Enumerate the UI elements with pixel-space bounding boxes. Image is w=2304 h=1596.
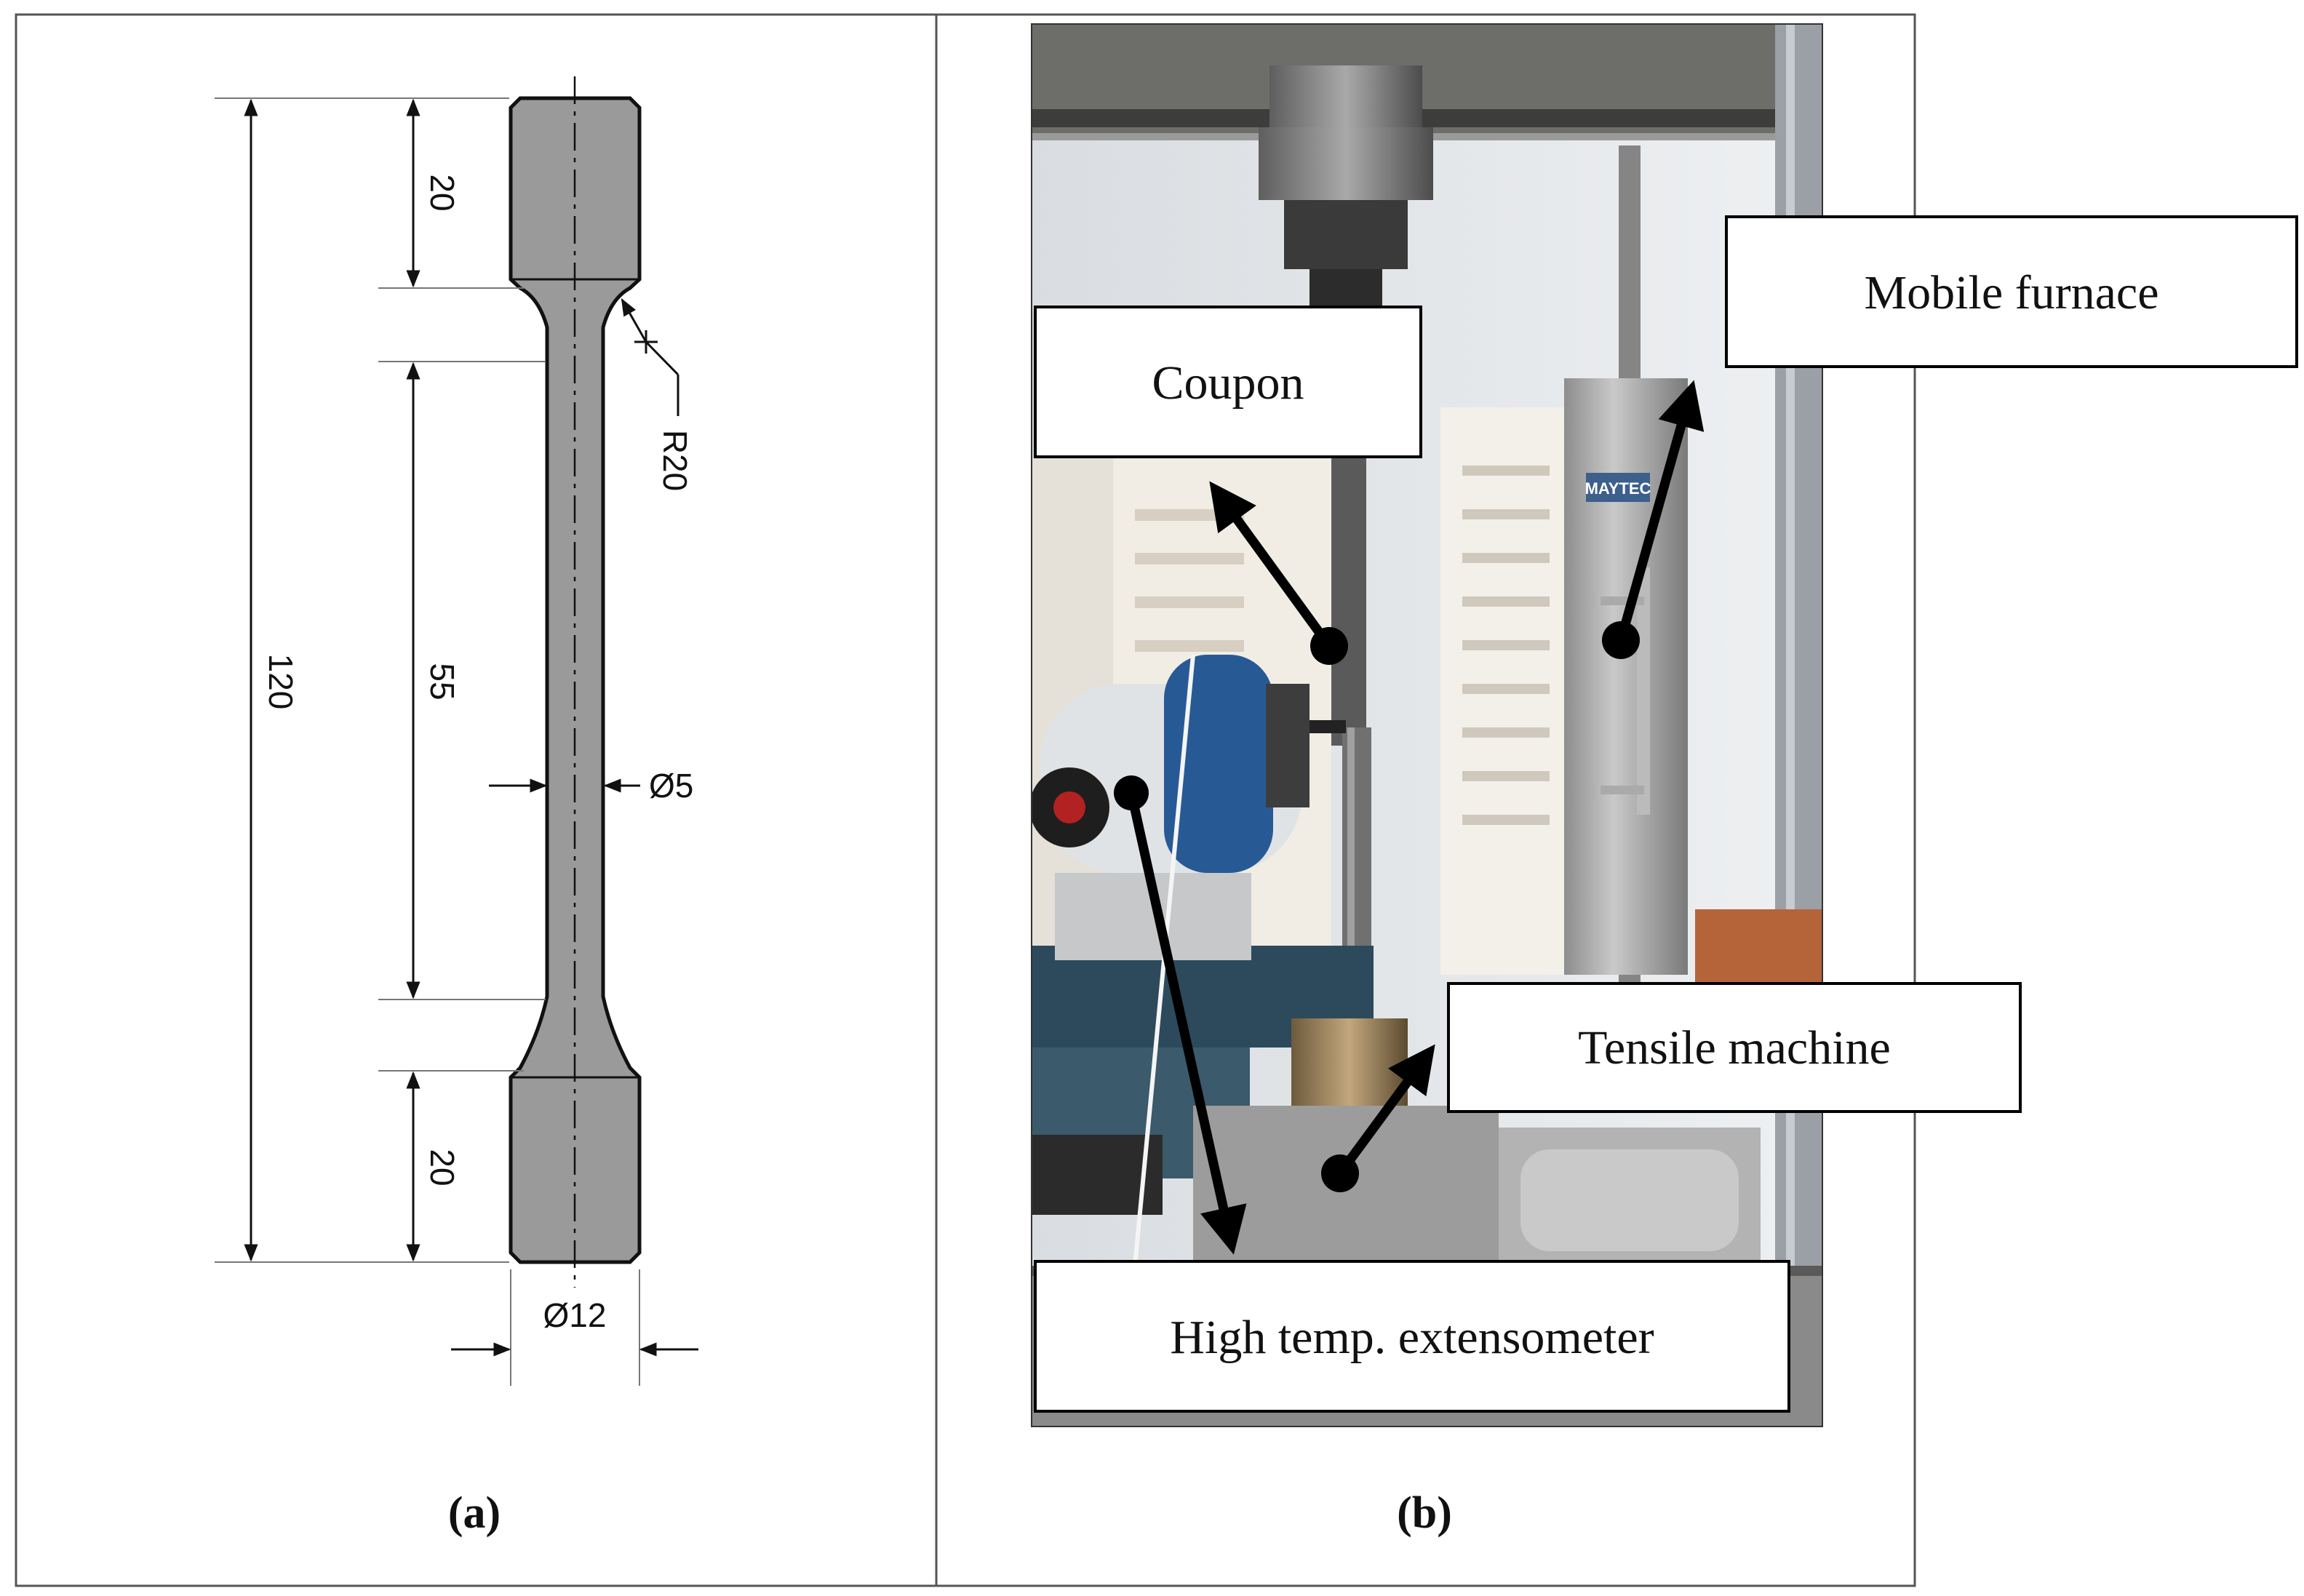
callout-extensometer-label: High temp. extensometer: [1170, 1311, 1654, 1364]
dim-fillet-leader: [621, 298, 679, 376]
dim-label-grip-top: 20: [423, 174, 461, 211]
callout-coupon-label: Coupon: [1152, 356, 1304, 410]
callout-tensile-machine: Tensile machine: [1447, 982, 2022, 1113]
furnace-brand-label: MAYTEC: [1585, 479, 1651, 498]
test-setup-photo: MAYTEC: [1032, 24, 1822, 1427]
arrow-mobile-furnace: [1616, 380, 1705, 642]
caption-a: (a): [448, 1488, 501, 1538]
callout-mobile-furnace-label: Mobile furnace: [1865, 266, 2159, 319]
figure-frame: [15, 13, 1916, 1587]
arrow-tensile-machine: [1336, 1044, 1435, 1176]
callout-mobile-furnace: Mobile furnace: [1725, 215, 2298, 368]
dim-label-gauge-diameter: Ø5: [649, 767, 693, 805]
extension-lines: [215, 97, 640, 1386]
dim-label-grip-diameter: Ø12: [543, 1296, 607, 1334]
callout-coupon: Coupon: [1034, 306, 1422, 458]
dim-label-overall-length: 120: [262, 654, 300, 710]
arrow-extensometer: [1126, 791, 1247, 1255]
photo-border: [1031, 23, 1823, 1427]
dim-label-fillet-radius: R20: [656, 430, 694, 491]
callout-extensometer: High temp. extensometer: [1034, 1260, 1790, 1413]
arrow-coupon: [1209, 481, 1334, 649]
callout-dots: [1114, 621, 1640, 1192]
specimen-outline: [509, 96, 642, 1264]
callout-arrows: [1126, 380, 1705, 1255]
caption-b: (b): [1397, 1488, 1452, 1538]
dim-label-gauge-length: 55: [423, 663, 461, 700]
dimension-arrows: [244, 98, 698, 1357]
callout-tensile-machine-label: Tensile machine: [1578, 1021, 1891, 1074]
specimen-drawing: [509, 76, 642, 1288]
dim-label-grip-bottom: 20: [423, 1149, 461, 1186]
